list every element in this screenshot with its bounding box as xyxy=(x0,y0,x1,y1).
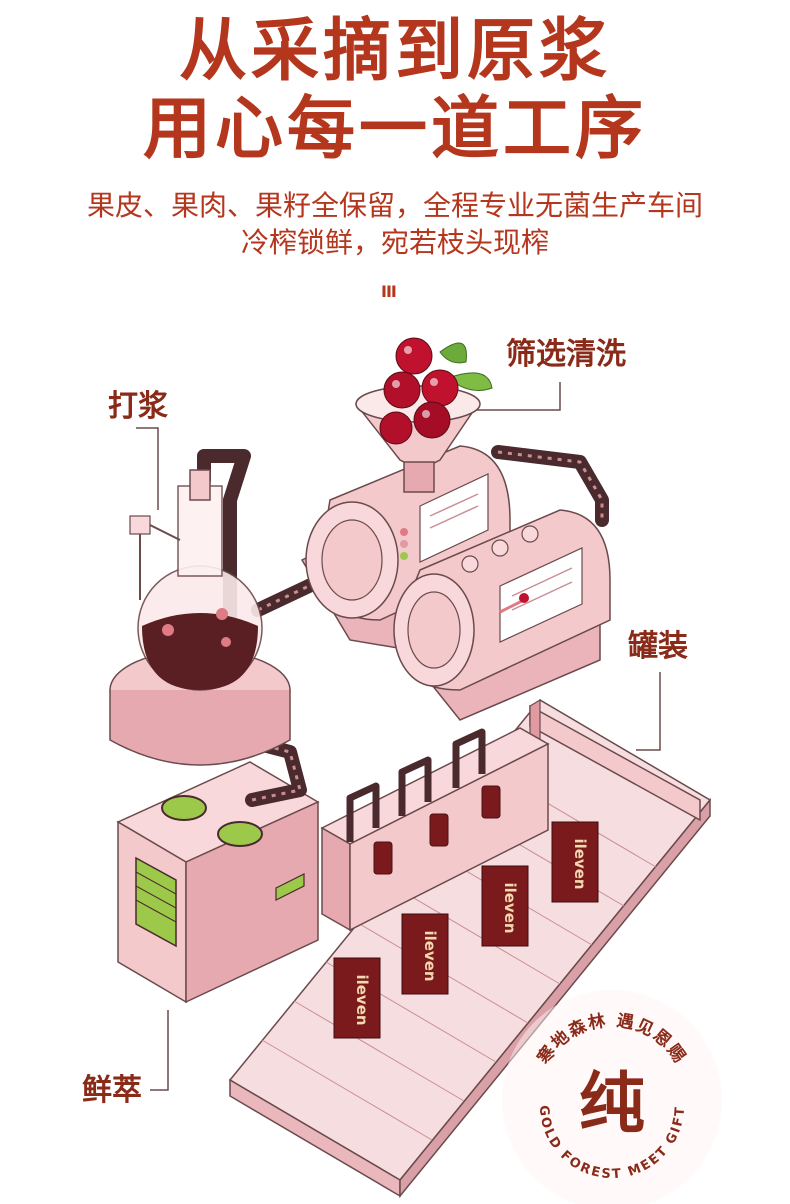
subtitle-line2: 冷榨锁鲜，宛若枝头现榨 xyxy=(240,226,549,259)
decorative-bars: III xyxy=(381,282,397,301)
box-brand-4: ileven xyxy=(571,838,589,889)
product-box: ileven xyxy=(401,913,449,995)
page-title-line2: 用心每一道工序 xyxy=(142,90,647,169)
step-label-pulp: 打浆 xyxy=(108,389,168,424)
step-label-sort-wash: 筛选清洗 xyxy=(506,337,626,372)
filling-machine xyxy=(320,727,550,932)
product-boxes: ileven ileven ileven ileven xyxy=(333,821,599,1039)
pulping-machine xyxy=(109,469,291,766)
page-title-line1: 从采摘到原浆 xyxy=(178,12,611,91)
funnel-with-berries xyxy=(354,337,493,493)
extraction-cabinet xyxy=(116,761,320,1004)
product-box: ileven xyxy=(551,821,599,903)
box-brand-2: ileven xyxy=(421,930,439,981)
callout-lines xyxy=(136,382,661,1091)
pipe-highlights xyxy=(235,450,604,802)
pressing-machine xyxy=(393,509,611,721)
product-box: ileven xyxy=(333,957,381,1039)
subtitle-line1: 果皮、果肉、果籽全保留，全程专业无菌生产车间 xyxy=(86,189,703,222)
step-label-extract: 鲜萃 xyxy=(82,1073,142,1108)
product-box: ileven xyxy=(481,865,529,947)
box-brand-3: ileven xyxy=(501,882,519,933)
box-brand-1: ileven xyxy=(353,974,371,1025)
step-label-canning: 罐装 xyxy=(628,629,688,664)
